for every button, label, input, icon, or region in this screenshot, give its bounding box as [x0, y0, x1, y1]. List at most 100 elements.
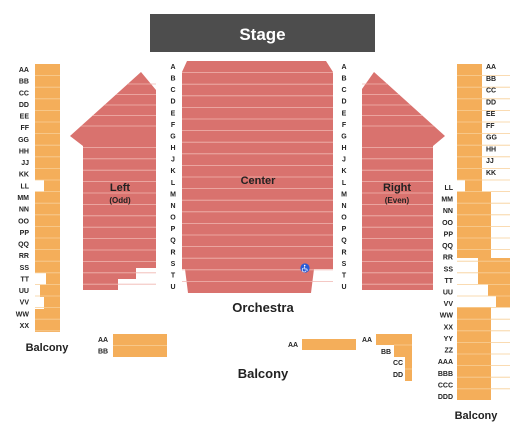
balcony-left-block[interactable] [35, 159, 60, 170]
balcony-right-row-label: OO [442, 220, 453, 227]
orchestra-row-label-left: F [171, 122, 176, 129]
balcony-right-row-label: JJ [486, 158, 494, 165]
orchestra-row-label-left: T [171, 272, 176, 279]
balcony-left-row-label: VV [20, 300, 30, 307]
orchestra-row-label-left: G [170, 134, 176, 141]
orchestra-row-label-left: S [171, 261, 176, 268]
orchestra-row-label-left: K [170, 168, 175, 175]
balcony-right-row-label: BB [486, 76, 496, 83]
orchestra-row-label-left: B [170, 76, 175, 83]
balcony-center-aa-block[interactable] [302, 339, 356, 350]
orchestra-row-label-right: B [341, 76, 346, 83]
balcony-center-right-block[interactable] [376, 334, 412, 381]
balcony-left-block[interactable] [35, 170, 60, 180]
balcony-left-row-label: AA [19, 67, 29, 74]
orchestra-row-label-left: Q [170, 238, 176, 245]
wheelchair-icon[interactable] [300, 263, 310, 273]
orchestra-row-label-left: M [170, 191, 176, 198]
balcony-left-label: Balcony [26, 342, 70, 354]
orchestra-row-label-left: L [171, 180, 176, 187]
balcony-right-row-label: GG [486, 135, 497, 142]
balcony-left-block[interactable] [35, 309, 60, 321]
balcony-right-row-label: YY [444, 336, 454, 343]
balcony-right-block[interactable] [457, 307, 491, 319]
orchestra-row-label-left: J [171, 157, 175, 164]
balcony-left-row-label: HH [19, 149, 29, 156]
balcony-left-row-label: MM [17, 195, 29, 202]
orchestra-row-label-right: U [341, 284, 346, 291]
balcony-row-labels: AABBCCDDEEFFGGHHJJKKLLMMNNOOPPQQRRSSTTUU… [16, 64, 498, 401]
balcony-left-block[interactable] [35, 64, 60, 107]
balcony-left-block[interactable] [44, 297, 60, 309]
balcony-right-block[interactable] [478, 258, 510, 284]
balcony-right-row-label: NN [443, 208, 453, 215]
orchestra-row-label-right: A [341, 64, 346, 71]
balcony-center-right-row-label: CC [393, 360, 403, 367]
balcony-left-row-label: XX [20, 323, 30, 330]
balcony-right-row-label: EE [486, 111, 496, 118]
balcony-section [35, 64, 510, 400]
balcony-left-row-label: WW [16, 311, 30, 318]
orchestra-row-label-right: C [341, 87, 346, 94]
orchestra-label: Orchestra [232, 300, 294, 315]
orchestra-row-label-left: R [170, 249, 175, 256]
balcony-right-block[interactable] [496, 296, 510, 307]
balcony-left-block[interactable] [35, 192, 60, 273]
balcony-right-block[interactable] [465, 180, 482, 192]
balcony-right-row-label: QQ [442, 243, 453, 250]
orchestra-row-label-right: J [342, 157, 346, 164]
balcony-right-block[interactable] [457, 192, 491, 210]
orchestra-row-label-right: S [342, 261, 347, 268]
orchestra-row-label-left: P [171, 226, 176, 233]
balcony-left-block[interactable] [44, 180, 60, 192]
balcony-center-right-row-label: AA [362, 337, 372, 344]
balcony-right-row-label: CC [486, 88, 496, 95]
orchestra-row-label-right: O [341, 215, 347, 222]
balcony-center-left-row-label: BB [98, 349, 108, 356]
balcony-left-row-label: LL [20, 183, 29, 190]
balcony-left-block[interactable] [40, 285, 60, 297]
balcony-left-row-label: JJ [21, 160, 29, 167]
orchestra-left-block[interactable] [70, 72, 156, 290]
right-section-sublabel: (Even) [385, 196, 410, 205]
balcony-right-row-label: RR [443, 255, 453, 262]
balcony-left-row-label: CC [19, 90, 29, 97]
balcony-right-label: Balcony [455, 410, 499, 422]
balcony-right-row-label: FF [486, 123, 495, 130]
balcony-left-row-label: EE [20, 114, 30, 121]
balcony-left-block[interactable] [35, 321, 60, 332]
balcony-right-row-label: WW [440, 313, 454, 320]
balcony-right-row-label: ZZ [444, 348, 453, 355]
orchestra-right-block[interactable] [362, 72, 445, 290]
balcony-left-block[interactable] [35, 107, 60, 159]
balcony-center-right-row-label: BB [381, 349, 391, 356]
balcony-right-block[interactable] [488, 284, 510, 296]
stage-label: Stage [239, 25, 285, 44]
balcony-left-row-label: TT [20, 277, 29, 284]
balcony-right-row-label: AA [486, 64, 496, 71]
balcony-right-row-label: BBB [438, 371, 453, 378]
balcony-right-row-label: PP [444, 231, 454, 238]
balcony-center-aa-row-label: AA [288, 342, 298, 349]
balcony-left-row-label: FF [20, 125, 29, 132]
orchestra-row-label-right: F [342, 122, 347, 129]
orchestra-row-label-left: C [170, 87, 175, 94]
orchestra-row-label-left: O [170, 215, 176, 222]
orchestra-row-label-right: H [341, 145, 346, 152]
orchestra-row-label-right: T [342, 272, 347, 279]
balcony-left-row-label: UU [19, 288, 29, 295]
balcony-left-row-label: RR [19, 253, 29, 260]
center-section-label: Center [241, 175, 277, 187]
orchestra-row-label-right: M [341, 191, 347, 198]
left-section-sublabel: (Odd) [109, 196, 131, 205]
orchestra-row-label-left: A [170, 64, 175, 71]
balcony-right-row-label: DDD [438, 394, 453, 401]
balcony-right-row-label: SS [444, 266, 454, 273]
balcony-left-block[interactable] [46, 273, 60, 285]
balcony-right-block[interactable] [457, 210, 491, 258]
balcony-right-row-label: UU [443, 290, 453, 297]
balcony-right-block[interactable] [457, 319, 491, 400]
orchestra-row-label-left: E [171, 110, 176, 117]
